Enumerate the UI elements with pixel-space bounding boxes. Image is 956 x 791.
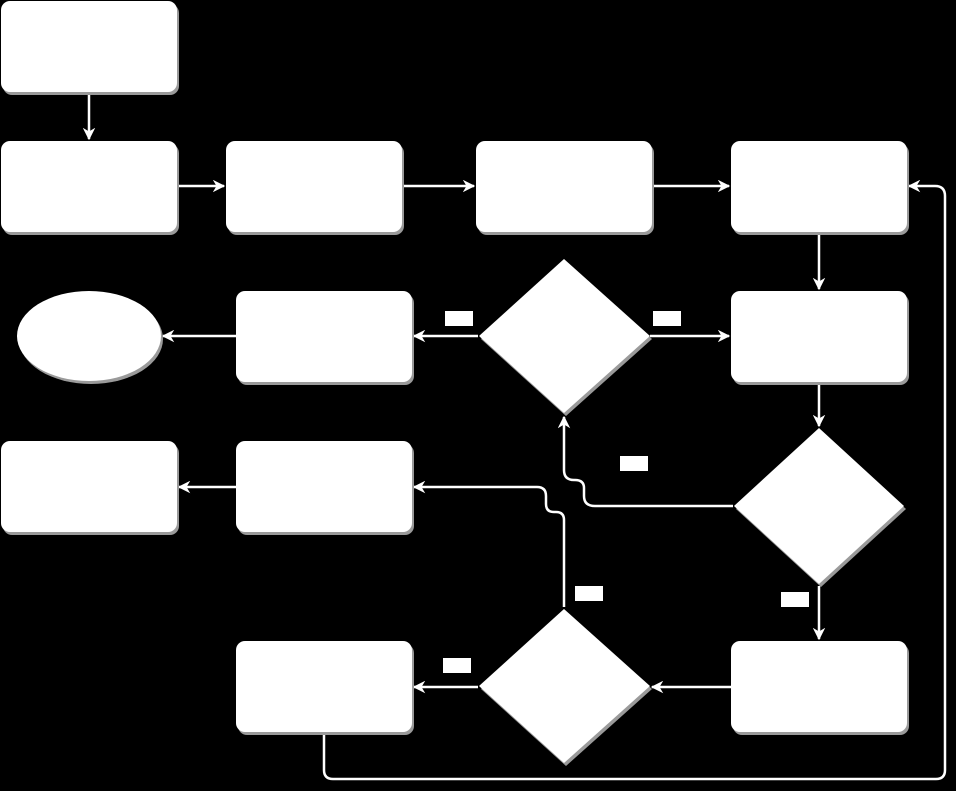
start-box-label <box>1 1 177 92</box>
process-box-row1-2 <box>226 141 402 232</box>
process-box-row1-2-label <box>226 141 402 232</box>
process-box-row4-right-label <box>731 641 907 732</box>
end-ellipse-label <box>17 291 161 381</box>
edge-r4-mid-loop-to-r1-4 <box>322 179 947 781</box>
process-box-row3-mid <box>236 441 412 532</box>
process-box-row1-1-label <box>1 141 177 232</box>
process-box-row4-mid <box>236 641 412 732</box>
edge-label-lower-up <box>575 586 603 601</box>
edge-decision-lower-to-r3-mid <box>412 480 566 607</box>
process-box-row2-right-label <box>731 291 907 382</box>
edge-label-right-down <box>781 592 809 607</box>
process-box-row4-mid-label <box>236 641 412 732</box>
start-box <box>1 1 177 92</box>
process-box-row2-right <box>731 291 907 382</box>
edge-label-upper-left <box>445 311 473 326</box>
edge-label-upper-right <box>653 311 681 326</box>
process-box-row1-3-label <box>476 141 652 232</box>
process-box-row1-1 <box>1 141 177 232</box>
process-box-row1-4 <box>731 141 907 232</box>
process-box-row2-mid <box>236 291 412 382</box>
process-box-row1-3 <box>476 141 652 232</box>
process-box-row1-4-label <box>731 141 907 232</box>
process-box-row3-left <box>1 441 177 532</box>
process-box-row2-mid-label <box>236 291 412 382</box>
process-box-row3-left-label <box>1 441 177 532</box>
process-box-row4-right <box>731 641 907 732</box>
edge-decision-right-to-decision-upper <box>557 415 733 508</box>
edge-label-lower-left <box>443 658 471 673</box>
end-ellipse <box>17 291 161 381</box>
process-box-row3-mid-label <box>236 441 412 532</box>
edge-label-right-to-upper <box>620 456 648 471</box>
